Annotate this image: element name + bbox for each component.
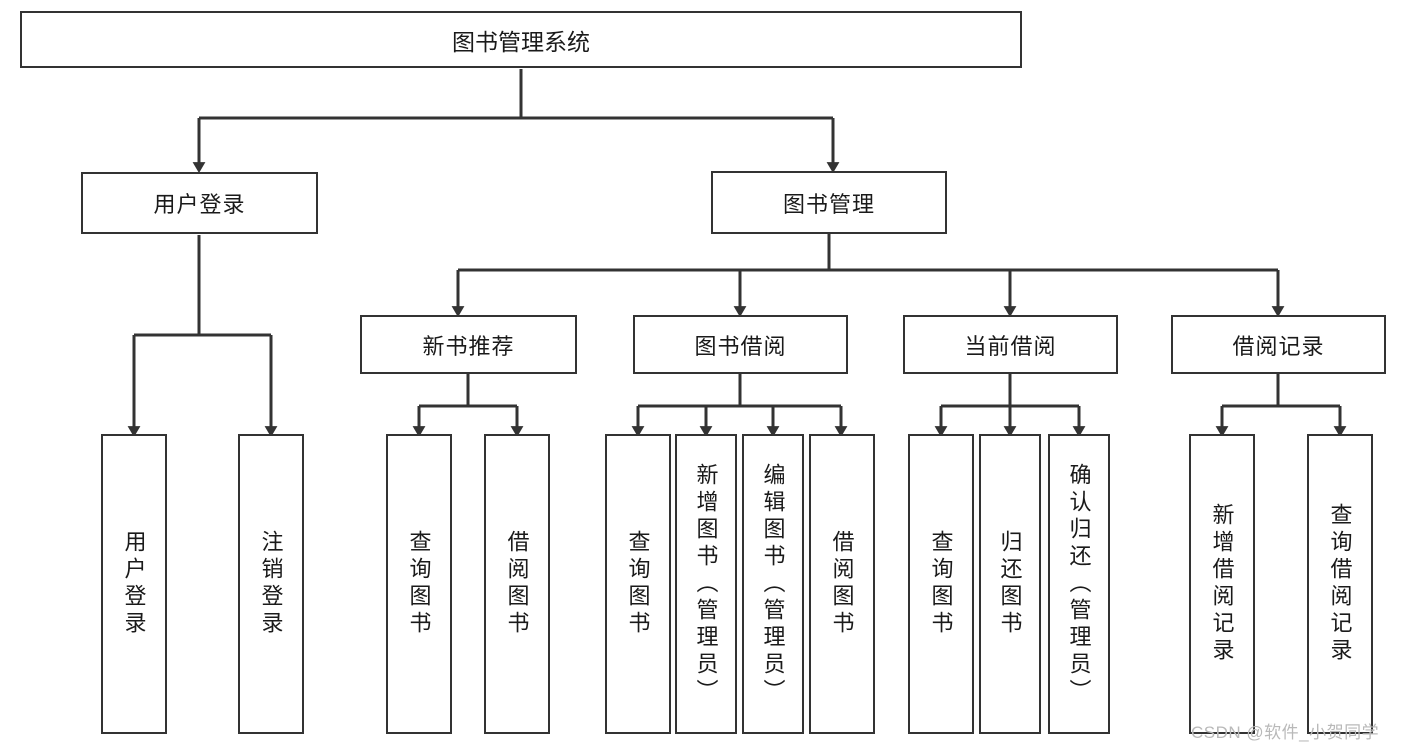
node-leaf-confirm-return-admin[interactable]: 确认归还（管理员）	[1048, 434, 1110, 734]
node-book-manage-label: 图书管理	[782, 191, 875, 217]
node-new-book-recommend[interactable]: 新书推荐	[360, 315, 577, 374]
node-borrow-record[interactable]: 借阅记录	[1171, 315, 1386, 374]
node-leaf-borrow-book-1-label: 借阅图书	[504, 530, 530, 638]
node-leaf-query-borrow-record-label: 查询借阅记录	[1327, 503, 1353, 665]
node-leaf-return-book-label: 归还图书	[997, 530, 1023, 638]
node-current-borrow[interactable]: 当前借阅	[903, 315, 1118, 374]
node-leaf-borrow-book-2[interactable]: 借阅图书	[809, 434, 875, 734]
node-leaf-edit-book-admin-label: 编辑图书（管理员）	[760, 462, 786, 706]
node-leaf-return-book[interactable]: 归还图书	[979, 434, 1041, 734]
node-book-borrow-label: 图书借阅	[694, 333, 787, 359]
node-book-manage[interactable]: 图书管理	[711, 171, 947, 234]
node-leaf-confirm-return-admin-label: 确认归还（管理员）	[1066, 462, 1092, 706]
node-leaf-query-borrow-record[interactable]: 查询借阅记录	[1307, 434, 1373, 734]
node-leaf-borrow-book-2-label: 借阅图书	[829, 530, 855, 638]
node-current-borrow-label: 当前借阅	[964, 333, 1057, 359]
node-book-borrow[interactable]: 图书借阅	[633, 315, 848, 374]
node-leaf-add-borrow-record[interactable]: 新增借阅记录	[1189, 434, 1255, 734]
node-leaf-logout-login-label: 注销登录	[258, 530, 284, 638]
node-leaf-user-login[interactable]: 用户登录	[101, 434, 167, 734]
node-leaf-query-book-3-label: 查询图书	[928, 530, 954, 638]
node-borrow-record-label: 借阅记录	[1232, 333, 1325, 359]
node-leaf-user-login-label: 用户登录	[121, 530, 147, 638]
node-leaf-borrow-book-1[interactable]: 借阅图书	[484, 434, 550, 734]
node-leaf-query-book-3[interactable]: 查询图书	[908, 434, 974, 734]
node-leaf-query-book-1-label: 查询图书	[406, 530, 432, 638]
node-leaf-add-borrow-record-label: 新增借阅记录	[1209, 503, 1235, 665]
node-root[interactable]: 图书管理系统	[20, 11, 1022, 68]
node-leaf-logout-login[interactable]: 注销登录	[238, 434, 304, 734]
node-leaf-query-book-2-label: 查询图书	[625, 530, 651, 638]
node-root-label: 图书管理系统	[452, 28, 590, 55]
node-user-login-label: 用户登录	[153, 192, 246, 217]
node-leaf-add-book-admin-label: 新增图书（管理员）	[693, 462, 719, 706]
node-user-login[interactable]: 用户登录	[81, 172, 318, 234]
node-leaf-add-book-admin[interactable]: 新增图书（管理员）	[675, 434, 737, 734]
node-leaf-query-book-2[interactable]: 查询图书	[605, 434, 671, 734]
node-new-book-recommend-label: 新书推荐	[422, 333, 515, 359]
node-leaf-edit-book-admin[interactable]: 编辑图书（管理员）	[742, 434, 804, 734]
csdn-watermark: CSDN @软件_小贺同学	[1191, 723, 1380, 742]
node-leaf-query-book-1[interactable]: 查询图书	[386, 434, 452, 734]
